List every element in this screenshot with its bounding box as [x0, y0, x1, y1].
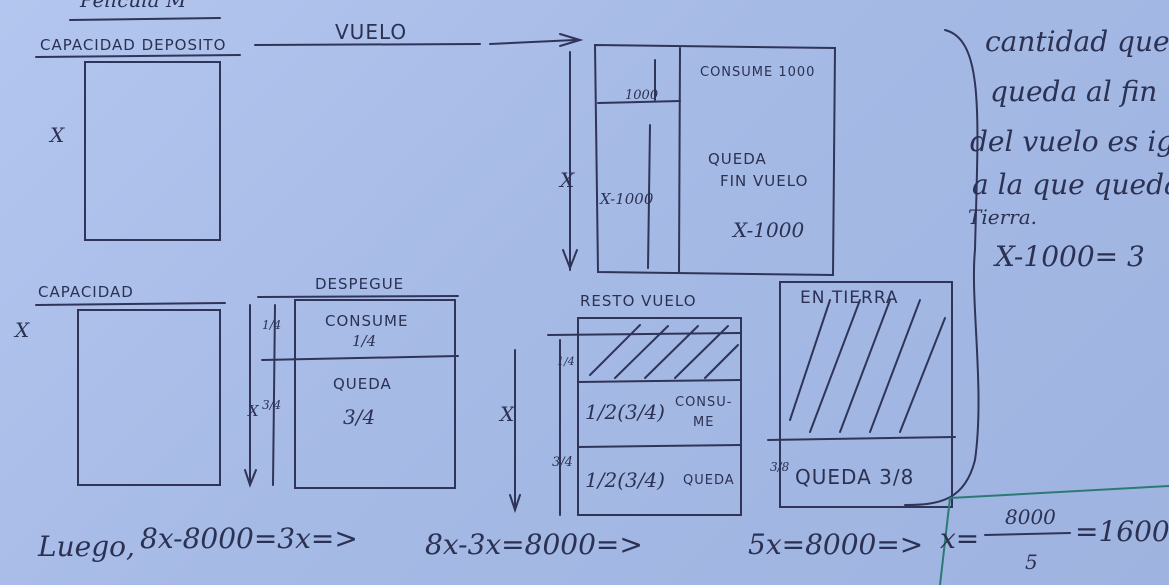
despegue-frac-bottom: 3/4 [262, 398, 282, 412]
tierra-box [779, 281, 953, 508]
var-x-top: X [50, 123, 65, 147]
tierra-side-frac: 3/8 [770, 460, 790, 474]
note-equation: X-1000= 3 [995, 240, 1145, 273]
bottom-eq2: 8x-3x=8000=> [425, 528, 643, 561]
resto-frac-top: 1/4 [557, 355, 575, 368]
partial-title: Pelicula M [80, 0, 187, 12]
bottom-eq4-den: 5 [1025, 550, 1038, 574]
resto-queda-expr: 1/2(3/4) [585, 468, 665, 492]
despegue-frac-top: 1/4 [262, 318, 282, 332]
vuelo-side-expr: X-1000 [600, 190, 654, 208]
despegue-var-x-left: X [15, 318, 30, 342]
resto-box [577, 317, 742, 516]
bottom-eq3: 5x=8000=> [748, 528, 924, 561]
resto-consume-word-1: CONSU- [675, 395, 733, 410]
resto-frac-bottom: 3/4 [552, 455, 573, 470]
tank-box-top [84, 61, 221, 241]
resto-consume-expr: 1/2(3/4) [585, 400, 665, 424]
label-capacidad: CAPACIDAD [38, 283, 134, 301]
tierra-queda-label: QUEDA 3/8 [795, 465, 915, 489]
title-underline [69, 17, 221, 21]
note-line-1: cantidad que [985, 25, 1169, 58]
resto-side-x: X [500, 402, 515, 426]
despegue-queda-value: 3/4 [343, 405, 376, 429]
note-line-3: del vuelo es igu [970, 125, 1169, 158]
note-line-2: queda al fin [990, 75, 1158, 108]
bottom-luego: Luego, [38, 530, 135, 563]
vuelo-queda-label-1: QUEDA [708, 150, 767, 168]
note-line-4: a la que queda [972, 168, 1169, 201]
vuelo-queda-value: X-1000 [733, 218, 805, 242]
tank-box-bottom [77, 309, 221, 486]
tierra-label: EN TIERRA [800, 288, 899, 308]
despegue-side-x: X [248, 402, 259, 420]
bottom-eq1: 8x-8000=3x=> [140, 522, 358, 555]
label-capacidad-deposito: CAPACIDAD DEPOSITO [40, 36, 227, 54]
bottom-eq4-result: =1600 [1075, 515, 1169, 548]
vuelo-queda-label-2: FIN VUELO [720, 172, 809, 190]
despegue-consume-value: 1/4 [352, 332, 377, 350]
note-line-5: Tierra. [968, 205, 1037, 229]
bottom-eq4-x: x= [940, 522, 980, 555]
despegue-consume-label: CONSUME [325, 312, 409, 330]
resto-label: RESTO VUELO [580, 292, 697, 310]
despegue-box [294, 299, 456, 489]
despegue-queda-label: QUEDA [333, 375, 392, 393]
bottom-eq4-num: 8000 [1005, 505, 1056, 529]
vuelo-upper-amount: 1000 [625, 88, 659, 103]
resto-consume-word-2: ME [693, 415, 715, 430]
vuelo-consume-label: CONSUME 1000 [700, 65, 816, 80]
vuelo-side-x: X [560, 168, 575, 192]
resto-queda-word: QUEDA [683, 473, 735, 488]
label-despegue: DESPEGUE [315, 275, 405, 293]
label-vuelo: VUELO [335, 20, 408, 44]
